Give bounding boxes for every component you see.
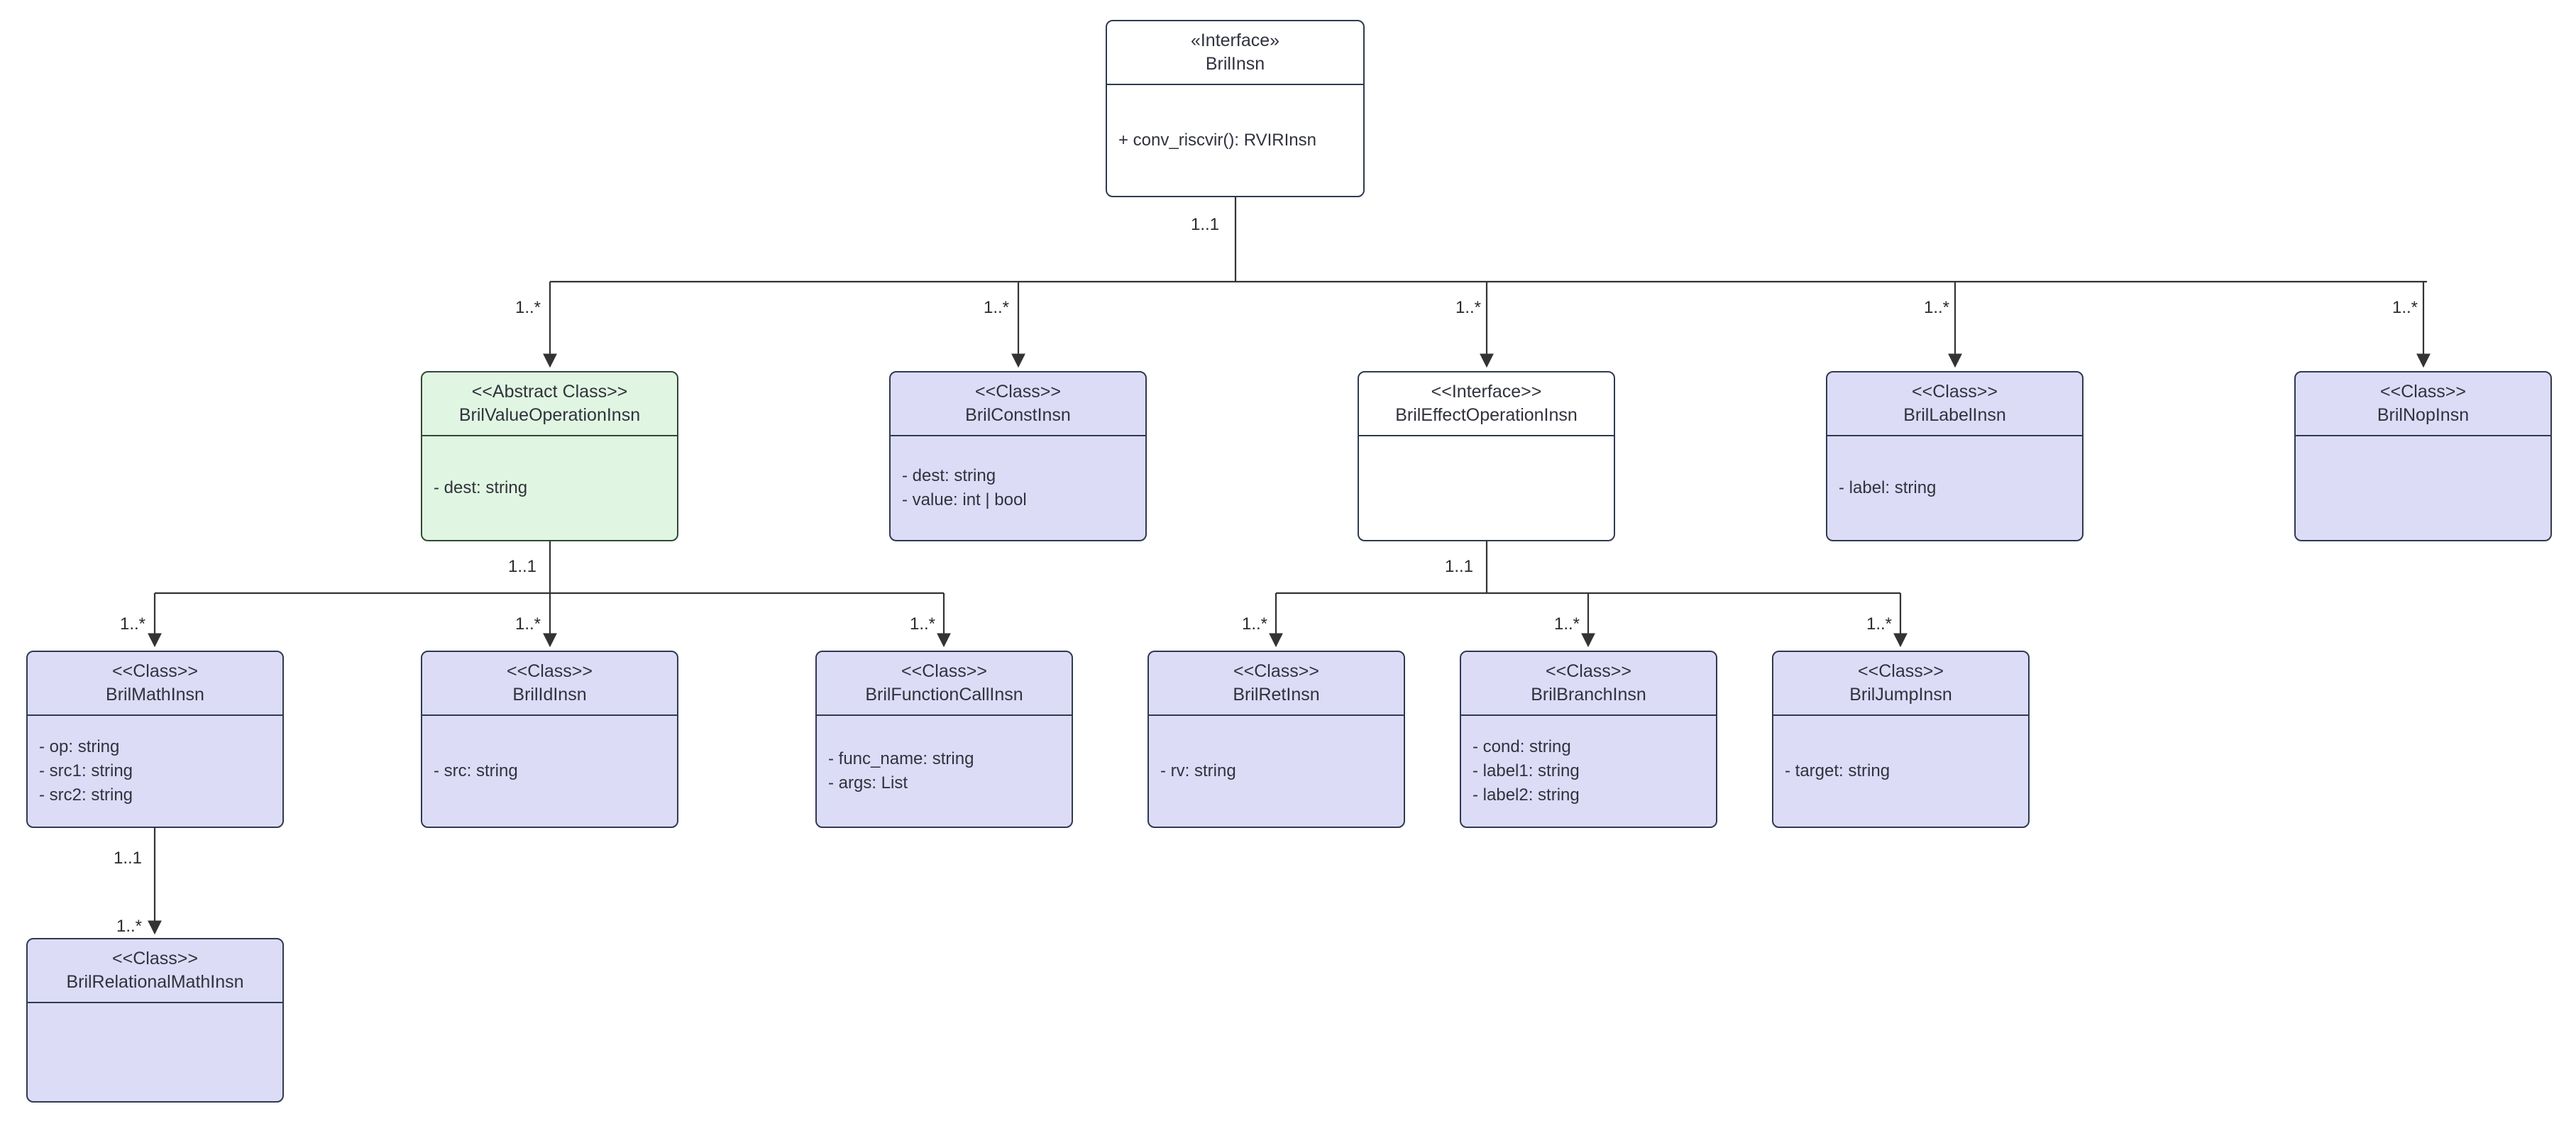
class-attribute: - dest: string	[902, 465, 996, 485]
class-node-bril-value-operation-insn[interactable]: <<Abstract Class>>BrilValueOperationInsn…	[421, 371, 678, 541]
class-attribute: - label: string	[1839, 477, 1937, 497]
class-node-bril-ret-insn[interactable]: <<Class>> BrilRetInsn - rv: string	[1147, 651, 1405, 828]
class-attributes: - dest: string	[422, 436, 677, 540]
multiplicity-label-value-trunk: 1..1	[507, 557, 536, 576]
class-attributes: - dest: string - value: int | bool	[891, 436, 1145, 540]
class-title: BrilValueOperationInsn	[458, 404, 641, 425]
class-node-header: <<Class>> BrilJumpInsn	[1773, 652, 2028, 716]
class-title: BrilConstInsn	[965, 404, 1071, 425]
class-stereotype: <<Abstract Class>>	[471, 382, 628, 402]
class-attribute: - value: int | bool	[902, 490, 1027, 509]
class-attribute: - src2: string	[39, 785, 133, 805]
class-attribute: - src1: string	[39, 761, 133, 780]
class-node-bril-label-insn[interactable]: <<Class>>BrilLabelInsn - label: string	[1826, 371, 2084, 541]
multiplicity-label-to-value-operation: 1..*	[514, 298, 541, 317]
class-attribute: - dest: string	[434, 477, 528, 497]
class-node-bril-effect-operation-insn[interactable]: <<Interface>>BrilEffectOperationInsn	[1358, 371, 1615, 541]
class-node-bril-const-insn[interactable]: <<Class>>BrilConstInsn - dest: string - va…	[889, 371, 1147, 541]
class-attribute: - label1: string	[1473, 761, 1580, 780]
multiplicity-label-to-effect-operation: 1..*	[1455, 298, 1481, 317]
class-node-bril-jump-insn[interactable]: <<Class>> BrilJumpInsn - target: string	[1772, 651, 2030, 828]
class-title: BrilLabelInsn	[1903, 404, 2006, 425]
class-node-header: <<Interface>>BrilEffectOperationInsn	[1359, 372, 1614, 436]
class-node-bril-relational-math-insn[interactable]: <<Class>> BrilRelationalMathInsn	[26, 938, 284, 1103]
class-attributes	[2296, 436, 2550, 540]
class-stereotype: <<Class>>	[2380, 382, 2466, 402]
class-stereotype: <<Class>>	[507, 661, 593, 681]
class-stereotype: <<Class>>	[112, 661, 198, 681]
class-attribute: - func_name: string	[828, 749, 974, 768]
class-stereotype: <<Class>>	[901, 661, 987, 681]
class-attributes: - target: string	[1773, 716, 2028, 827]
class-attribute: - op: string	[39, 736, 120, 756]
class-title: BrilFunctionCallInsn	[865, 684, 1023, 705]
class-stereotype: <<Class>>	[1858, 661, 1944, 681]
class-node-header: <<Class>> BrilRelationalMathInsn	[28, 939, 282, 1003]
class-stereotype: <<Class>>	[975, 382, 1061, 402]
class-attributes	[1359, 436, 1614, 540]
class-stereotype: <<Class>>	[1233, 661, 1319, 681]
class-node-bril-function-call-insn[interactable]: <<Class>> BrilFunctionCallInsn - func_name…	[815, 651, 1073, 828]
class-stereotype: <<Interface>>	[1431, 382, 1542, 402]
class-attributes: - op: string - src1: string - src2: string	[28, 716, 282, 827]
class-stereotype: <<Class>>	[1912, 382, 1998, 402]
class-node-header: <<Class>> BrilIdInsn	[422, 652, 677, 716]
class-attributes: - src: string	[422, 716, 677, 827]
multiplicity-label-to-nop: 1..*	[2391, 298, 2418, 317]
class-node-header: <<Class>> BrilFunctionCallInsn	[817, 652, 1072, 716]
multiplicity-label-to-relational-math: 1..*	[116, 917, 142, 936]
class-title: BrilMathInsn	[106, 684, 204, 705]
class-attributes: - rv: string	[1149, 716, 1404, 827]
class-attributes	[28, 1003, 282, 1101]
multiplicity-label-to-jump: 1..*	[1866, 614, 1892, 634]
class-title: BrilNopInsn	[2377, 404, 2470, 425]
class-node-header: <<Abstract Class>>BrilValueOperationInsn	[422, 372, 677, 436]
class-attribute: - label2: string	[1473, 785, 1580, 805]
class-stereotype: <<Class>>	[1546, 661, 1631, 681]
class-title: BrilJumpInsn	[1849, 684, 1952, 705]
class-node-header: «Interface» BrilInsn	[1107, 21, 1363, 85]
class-node-header: <<Class>>BrilLabelInsn	[1827, 372, 2082, 436]
multiplicity-label-to-ret: 1..*	[1241, 614, 1267, 634]
multiplicity-label-to-label: 1..*	[1923, 298, 1949, 317]
class-title: BrilRetInsn	[1233, 684, 1320, 705]
class-node-header: <<Class>> BrilBranchInsn	[1461, 652, 1716, 716]
class-attribute: - src: string	[434, 761, 518, 780]
class-title: BrilIdInsn	[512, 684, 587, 705]
class-attribute: - cond: string	[1473, 736, 1571, 756]
multiplicity-label-math-trunk: 1..1	[113, 849, 142, 868]
class-title: BrilInsn	[1205, 53, 1265, 74]
class-node-header: <<Class>> BrilMathInsn	[28, 652, 282, 716]
class-title: BrilRelationalMathInsn	[66, 971, 244, 992]
class-node-bril-branch-insn[interactable]: <<Class>> BrilBranchInsn - cond: string - l…	[1460, 651, 1717, 828]
multiplicity-label-to-math: 1..*	[119, 614, 145, 634]
multiplicity-label-to-function-call: 1..*	[909, 614, 935, 634]
multiplicity-label-to-id: 1..*	[514, 614, 541, 634]
multiplicity-label-to-const: 1..*	[983, 298, 1009, 317]
class-attribute: - args: List	[828, 773, 908, 793]
class-node-header: <<Class>> BrilRetInsn	[1149, 652, 1404, 716]
class-node-header: <<Class>>BrilConstInsn	[891, 372, 1145, 436]
class-attribute: - target: string	[1785, 761, 1890, 780]
class-node-bril-math-insn[interactable]: <<Class>> BrilMathInsn - op: string - src1:…	[26, 651, 284, 828]
class-node-bril-insn[interactable]: «Interface» BrilInsn + conv_riscvir(): RVI…	[1106, 20, 1365, 197]
class-title: BrilEffectOperationInsn	[1395, 404, 1578, 425]
class-node-bril-id-insn[interactable]: <<Class>> BrilIdInsn - src: string	[421, 651, 678, 828]
class-attributes: - cond: string - label1: string - label2: …	[1461, 716, 1716, 827]
class-title: BrilBranchInsn	[1531, 684, 1646, 705]
class-attributes: + conv_riscvir(): RVIRInsn	[1107, 85, 1363, 196]
class-attributes: - func_name: string - args: List	[817, 716, 1072, 827]
class-attribute: + conv_riscvir(): RVIRInsn	[1118, 130, 1316, 150]
class-node-header: <<Class>>BrilNopInsn	[2296, 372, 2550, 436]
class-attribute: - rv: string	[1160, 761, 1236, 780]
class-attributes: - label: string	[1827, 436, 2082, 540]
class-node-bril-nop-insn[interactable]: <<Class>>BrilNopInsn	[2294, 371, 2552, 541]
multiplicity-label-to-branch: 1..*	[1553, 614, 1580, 634]
class-stereotype: «Interface»	[1190, 31, 1280, 50]
multiplicity-label-effect-trunk: 1..1	[1444, 557, 1473, 576]
multiplicity-label-root-trunk: 1..1	[1190, 215, 1219, 234]
class-stereotype: <<Class>>	[112, 949, 198, 968]
